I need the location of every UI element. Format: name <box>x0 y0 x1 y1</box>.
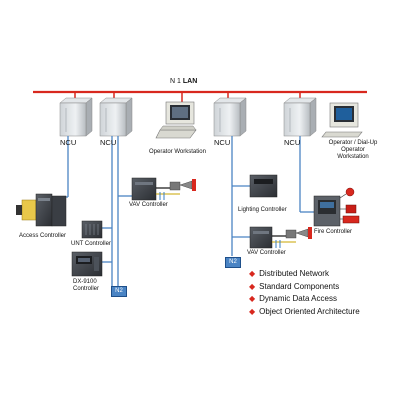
operator-workstation-icon <box>155 101 197 139</box>
n2-network-right <box>231 136 314 256</box>
dx9100-label: DX-9100 Controller <box>73 279 99 293</box>
feature-text: Standard Components <box>259 281 340 291</box>
dx9100-controller-icon <box>71 251 103 277</box>
access-controller-icon <box>16 193 67 227</box>
ncu-label-2: NCU <box>100 138 117 147</box>
feature-text: Distributed Network <box>259 269 329 278</box>
n2-tag-left: N2 <box>111 286 127 297</box>
lan-prefix: N 1 <box>170 78 181 85</box>
unt-controller-label: UNT Controller <box>71 241 111 247</box>
feature-item: ◆Dynamic Data Access <box>249 293 360 306</box>
feature-item: ◆Object Oriented Architecture <box>249 306 360 319</box>
ncu-label-3: NCU <box>214 138 231 147</box>
dx9100-line-2: Controller <box>73 286 100 292</box>
feature-item: ◆Distributed Network <box>249 268 360 281</box>
dx9100-line-1: DX-9100 <box>73 279 97 285</box>
ncu-label-1: NCU <box>60 138 77 147</box>
ncu-cabinet-4 <box>283 97 317 137</box>
lighting-controller-label: Lighting Controller <box>238 207 287 213</box>
ncu-label-4: NCU <box>284 138 301 147</box>
ncu-cabinet-1 <box>59 97 93 137</box>
operator-workstation-label: Operator Workstation <box>149 149 206 155</box>
bullet-icon: ◆ <box>249 306 256 316</box>
ncu-cabinet-2 <box>99 97 133 137</box>
access-controller-label: Access Controller <box>19 233 67 239</box>
operator-dialup-label: Operator / Dial-Up Operator Workstation <box>318 140 388 161</box>
vav-controller-right-icon <box>249 226 312 249</box>
feature-text: Dynamic Data Access <box>259 294 337 303</box>
lan-label: N 1 LAN <box>170 78 197 85</box>
feature-list: ◆Distributed Network ◆Standard Component… <box>249 268 360 318</box>
ncu-cabinet-3 <box>213 97 247 137</box>
unt-controller-icon <box>81 220 103 239</box>
vav-controller-left-label: VAV Controller <box>129 202 168 208</box>
bullet-icon: ◆ <box>249 269 256 278</box>
fire-controller-icon <box>313 187 360 227</box>
fire-controller-label: Fire Controller <box>314 229 353 235</box>
lan-name: LAN <box>182 78 198 85</box>
vav-controller-left-icon <box>131 177 196 201</box>
vav-controller-right-label: VAV Controller <box>247 250 286 256</box>
bullet-icon: ◆ <box>249 281 256 291</box>
operator-dialup-line-3: Workstation <box>337 154 369 160</box>
feature-text: Object Oriented Architecture <box>259 306 360 316</box>
n2-tag-right: N2 <box>225 257 241 268</box>
operator-dialup-line-1: Operator / Dial-Up <box>328 140 378 146</box>
feature-item: ◆Standard Components <box>249 281 360 294</box>
operator-dialup-workstation-icon <box>321 102 363 138</box>
bullet-icon: ◆ <box>249 294 256 303</box>
lighting-controller-icon <box>249 174 278 198</box>
operator-dialup-line-2: Operator <box>341 147 365 153</box>
